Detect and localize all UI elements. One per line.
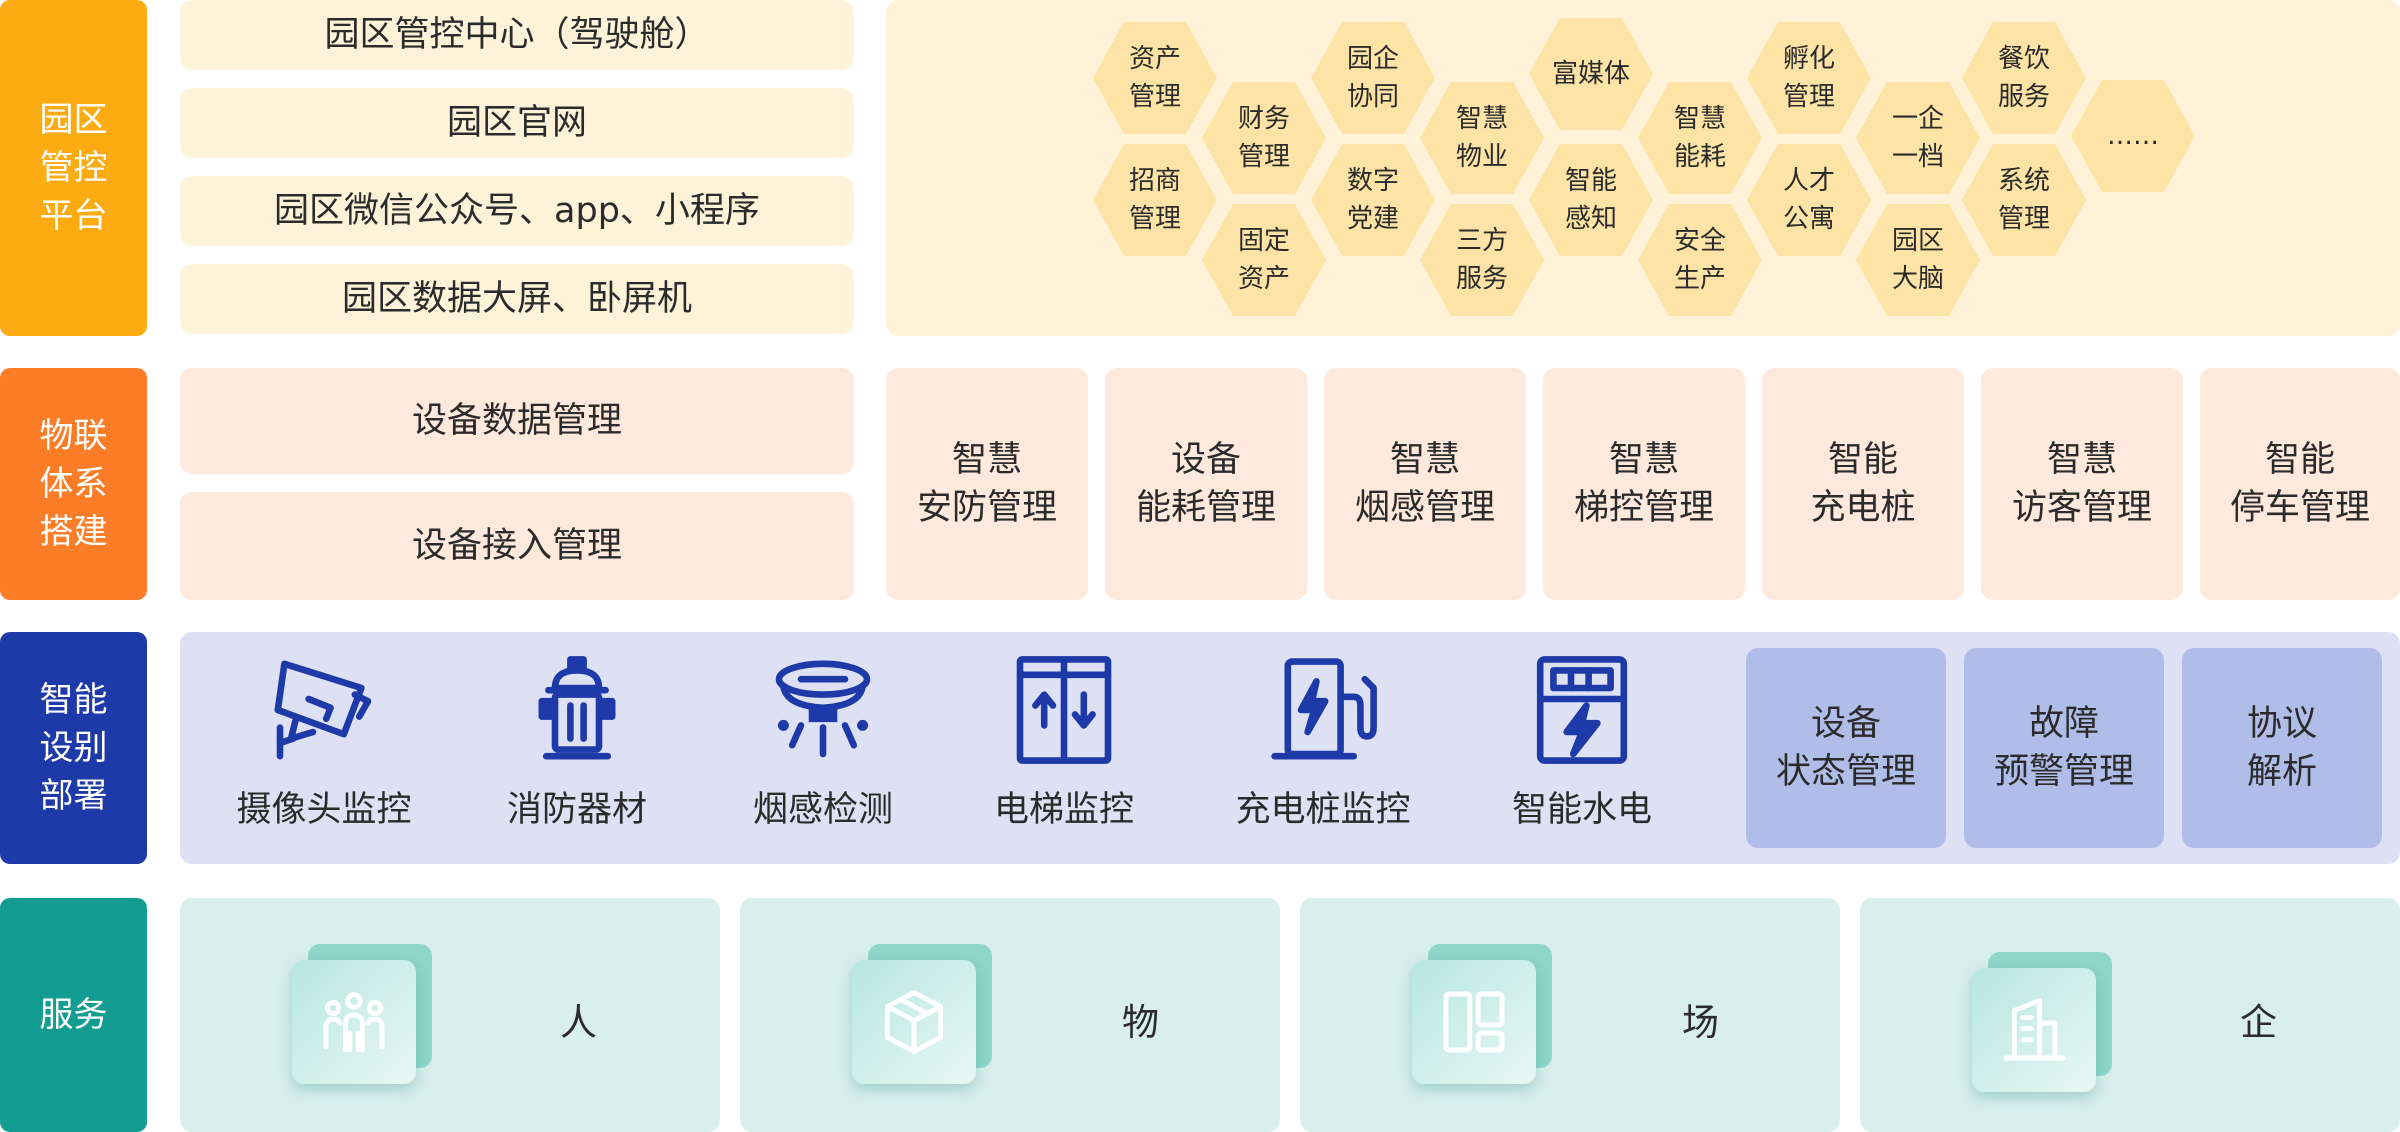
device-label: 烟感检测 xyxy=(752,790,893,830)
service-icon-tile xyxy=(1412,960,1536,1084)
smart-mgmt-device-status: 设备 状态管理 xyxy=(1746,648,1946,848)
device-smoke-detection: 烟感检测 xyxy=(713,655,933,855)
module-hex-more: …… xyxy=(2071,80,2195,192)
charging-pile-icon xyxy=(1271,658,1377,760)
device-label: 摄像头监控 xyxy=(236,790,412,830)
building-icon xyxy=(2003,998,2066,1061)
platform-item-control-center: 园区管控中心（驾驶舱） xyxy=(180,0,854,70)
service-icon-tile xyxy=(292,960,416,1084)
iot-module-parking: 智能 停车管理 xyxy=(2200,368,2400,600)
device-charging-pile: 充电桩监控 xyxy=(1213,655,1433,855)
layout-icon xyxy=(1443,991,1505,1053)
row-label-platform: 园区 管控 平台 xyxy=(0,0,147,336)
smart-mgmt-protocol-parsing: 协议 解析 xyxy=(2182,648,2382,848)
device-smart-utility: 智能水电 xyxy=(1472,655,1692,855)
service-card-goods: 物 xyxy=(740,898,1280,1132)
power-meter-icon xyxy=(1536,656,1628,764)
iot-item-access-mgmt: 设备接入管理 xyxy=(180,492,854,600)
device-label: 智能水电 xyxy=(1511,790,1652,830)
device-elevator: 电梯监控 xyxy=(954,655,1174,855)
device-fire-equipment: 消防器材 xyxy=(467,655,687,855)
box-icon xyxy=(884,990,944,1054)
service-icon-tile xyxy=(852,960,976,1084)
smoke-detector-icon xyxy=(775,660,871,758)
platform-item-data-screen: 园区数据大屏、卧屏机 xyxy=(180,264,854,334)
service-label: 企 xyxy=(2240,1001,2277,1044)
platform-item-website: 园区官网 xyxy=(180,88,854,158)
device-label: 充电桩监控 xyxy=(1235,790,1411,830)
device-label: 电梯监控 xyxy=(993,790,1134,830)
service-label: 物 xyxy=(1122,1001,1159,1044)
row-label-service: 服务 xyxy=(0,898,147,1132)
service-icon-tile xyxy=(1972,968,2096,1092)
service-card-people: 人 xyxy=(180,898,720,1132)
service-label: 场 xyxy=(1682,1001,1719,1044)
row-label-smart: 智能 设别 部署 xyxy=(0,632,147,864)
device-camera: 摄像头监控 xyxy=(214,655,434,855)
people-icon xyxy=(323,992,385,1053)
iot-item-data-mgmt: 设备数据管理 xyxy=(180,368,854,474)
fire-hydrant-icon xyxy=(538,656,616,760)
service-card-enterprise: 企 xyxy=(1860,898,2400,1132)
iot-module-visitor: 智慧 访客管理 xyxy=(1981,368,2183,600)
platform-item-wechat-app: 园区微信公众号、app、小程序 xyxy=(180,176,854,246)
iot-module-energy: 设备 能耗管理 xyxy=(1105,368,1307,600)
camera-icon xyxy=(274,660,372,760)
device-label: 消防器材 xyxy=(506,790,647,830)
row-label-iot: 物联 体系 搭建 xyxy=(0,368,147,600)
service-label: 人 xyxy=(560,1001,597,1044)
elevator-icon xyxy=(1016,656,1112,764)
iot-module-security: 智慧 安防管理 xyxy=(886,368,1088,600)
iot-module-smoke: 智慧 烟感管理 xyxy=(1324,368,1526,600)
service-card-venue: 场 xyxy=(1300,898,1840,1132)
iot-module-charging: 智能 充电桩 xyxy=(1762,368,1964,600)
iot-module-elevator: 智慧 梯控管理 xyxy=(1543,368,1745,600)
smart-mgmt-fault-warning: 故障 预警管理 xyxy=(1964,648,2164,848)
